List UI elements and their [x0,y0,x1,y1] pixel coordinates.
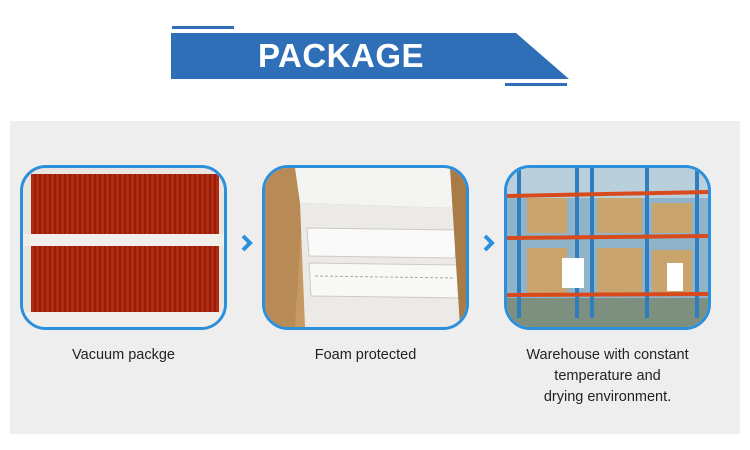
warehouse-photo [504,165,711,330]
chevron-right-icon [483,234,495,252]
header-accent-line-bottom [505,83,567,86]
header-accent-line-top [172,26,234,29]
chevron-right-icon [241,234,253,252]
caption-line: drying environment. [543,389,672,405]
step-caption-vacuum: Vacuum packge [72,347,175,363]
caption-line: temperature and [554,368,661,384]
package-banner: PACKAGE [171,33,569,79]
page-title: PACKAGE [257,37,425,74]
step-caption-warehouse: Warehouse with constant temperature and … [494,345,721,408]
foam-protected-photo [262,165,469,330]
step-caption-foam: Foam protected [314,347,417,363]
banner-shape [171,33,569,79]
caption-line: Warehouse with constant [526,347,689,363]
vacuum-package-photo [20,165,227,330]
